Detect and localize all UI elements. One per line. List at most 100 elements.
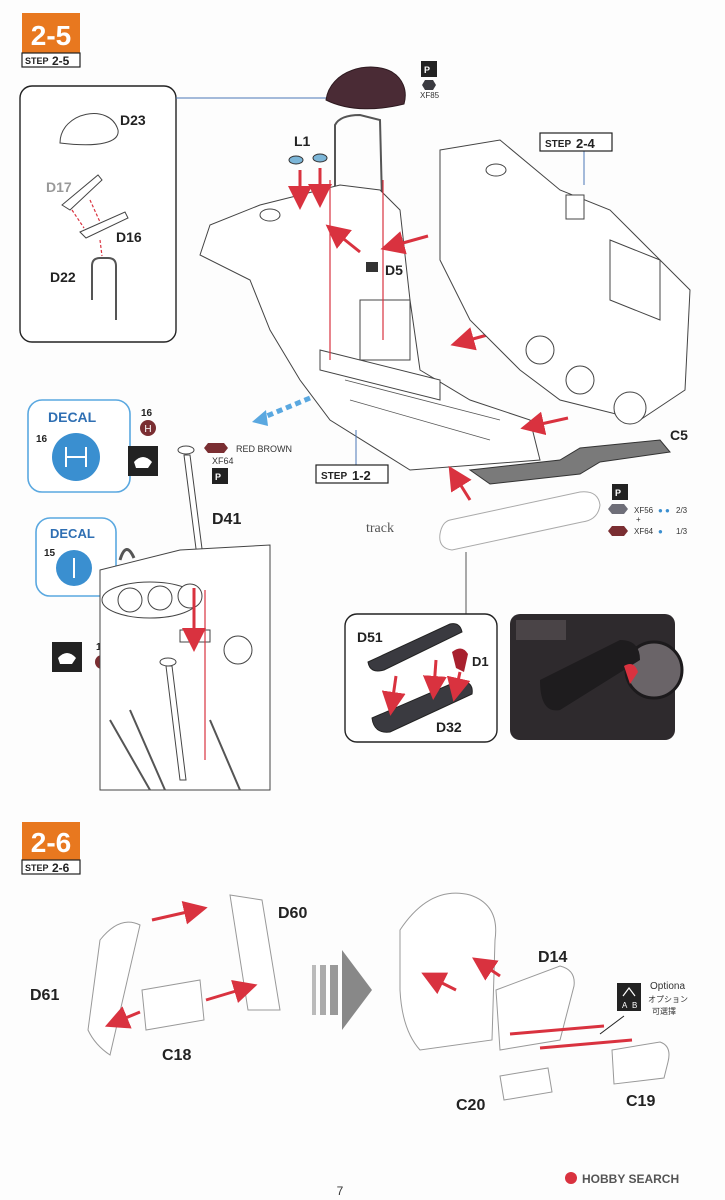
upper-body-box [565,194,585,220]
decal-16-callout: DECAL 16 16 H [27,399,158,493]
page-number: 7 [337,1184,344,1198]
ref-step-1-2-prefix: STEP [321,471,347,482]
part-d41-knob [177,445,195,455]
label-d23: D23 [120,112,146,128]
decal-16-marker-letter: H [144,424,151,435]
wheel-3 [613,391,647,425]
decal-16-marker-dot [140,420,156,436]
process-arrow [312,950,372,1030]
arrow-bar-1 [312,965,316,1015]
chassis-main [199,180,541,471]
paint-plus: + [636,515,641,524]
part-rail [509,1024,605,1036]
label-track: track [366,521,394,536]
swatch-xf56 [608,504,628,514]
cab-detail [99,544,271,791]
part-d51 [367,623,463,672]
photo-track [540,640,640,711]
footer: HOBBY SEARCH 7 [337,1172,679,1198]
decal-16-title: DECAL [48,409,97,425]
part-l1-a [288,155,304,165]
part-d1 [452,648,468,672]
step-2-6-badge [22,822,80,860]
guide-line-3 [99,239,103,257]
cab-dial-1 [117,587,143,613]
seat-part: P XF85 [325,61,440,201]
option-leader [599,1015,625,1035]
water-slide-glyph-15 [58,653,76,664]
paint-xf64-mix: XF64 [634,527,654,536]
cab-lever-shaft [165,665,187,781]
step-2-5-badge [22,13,80,53]
ref-step-2-4-prefix: STEP [545,139,571,150]
arrow-d14-2 [472,957,501,981]
label-d22: D22 [50,269,76,285]
chassis-detail-1 [349,399,491,441]
arrow-d61 [104,1006,141,1029]
step-2-5-subtitle-prefix: STEP [25,56,49,66]
option-jp1: オプション [648,995,688,1004]
arrow-body-1 [380,231,429,255]
arrow-c18 [205,979,258,1003]
option-a: A [622,1001,628,1010]
arrow-d51 [381,675,406,716]
step-2-5-header: 2-5 STEP 2-5 [21,13,81,68]
seat-shape [325,66,406,110]
chassis-floor [319,349,441,401]
ratio-xf56: 2/3 [676,506,688,515]
decal-16-graphic [65,447,87,467]
cab-pedals [109,709,241,791]
seat-inset: D23 D17 D16 D22 [19,85,330,343]
decal-15-num: 15 [44,548,56,559]
cab-lever-knob [159,657,177,667]
part-d60 [229,894,281,1011]
part-d5 [366,262,378,272]
swatch-red-brown [204,443,228,453]
paint-icon-mix [612,484,628,500]
chassis-hole [259,208,281,222]
decal-16-num: 16 [36,434,48,445]
step-2-5-subtitle-num: 2-5 [52,54,70,68]
ref-step-2-4-box [539,132,613,152]
cab-shell [99,544,271,791]
part-l1-b [312,153,328,163]
paint-label-xf85: XF85 [420,91,440,100]
label-c18: C18 [162,1047,191,1064]
part-d16-shape [79,211,129,239]
cab-dial-3 [177,583,203,609]
step-2-6-subtitle-num: 2-6 [52,861,70,875]
step-2-6-assembled: D14 C20 C19 [399,892,670,1114]
track-inset: D51 D1 D32 [344,552,498,743]
label-d60: D60 [278,905,307,922]
part-d17-shape [61,174,103,211]
option-en: Optiona [650,981,685,992]
step-2-6-badge-text: 2-6 [31,827,71,858]
part-d23-shape [59,113,119,146]
paint-icon-d41-glyph: P [215,472,221,482]
paint-icon-mix-glyph: P [615,488,621,498]
decal-16-marker-num: 16 [141,408,153,419]
seat-inset-frame [19,85,177,343]
wheel-1 [525,335,555,365]
arrow-bar-3 [330,965,338,1015]
paint-icon [421,61,437,77]
arrow-d14-1 [421,972,457,995]
part-rail-2 [539,1038,633,1050]
ref-step-1-2-box [315,464,389,484]
part-d61 [87,921,141,1056]
ref-step-1-2-num: 1-2 [352,468,371,483]
label-c20: C20 [456,1097,485,1114]
photo-detail [516,620,566,640]
label-d16: D16 [116,229,142,245]
label-d41: D41 [212,511,241,528]
paint-xf56: XF56 [634,506,654,515]
step-2-6-header: 2-6 STEP 2-6 [21,822,81,875]
wheel-2 [565,365,595,395]
arrow-c5 [520,411,569,436]
option-badge: A B Optiona オプション 可選擇 [599,981,688,1035]
reference-photo [510,614,684,740]
ref-step-2-4-num: 2-4 [576,136,596,151]
label-d51: D51 [357,629,383,645]
callout-arrowhead [252,410,268,426]
part-track [439,491,601,551]
